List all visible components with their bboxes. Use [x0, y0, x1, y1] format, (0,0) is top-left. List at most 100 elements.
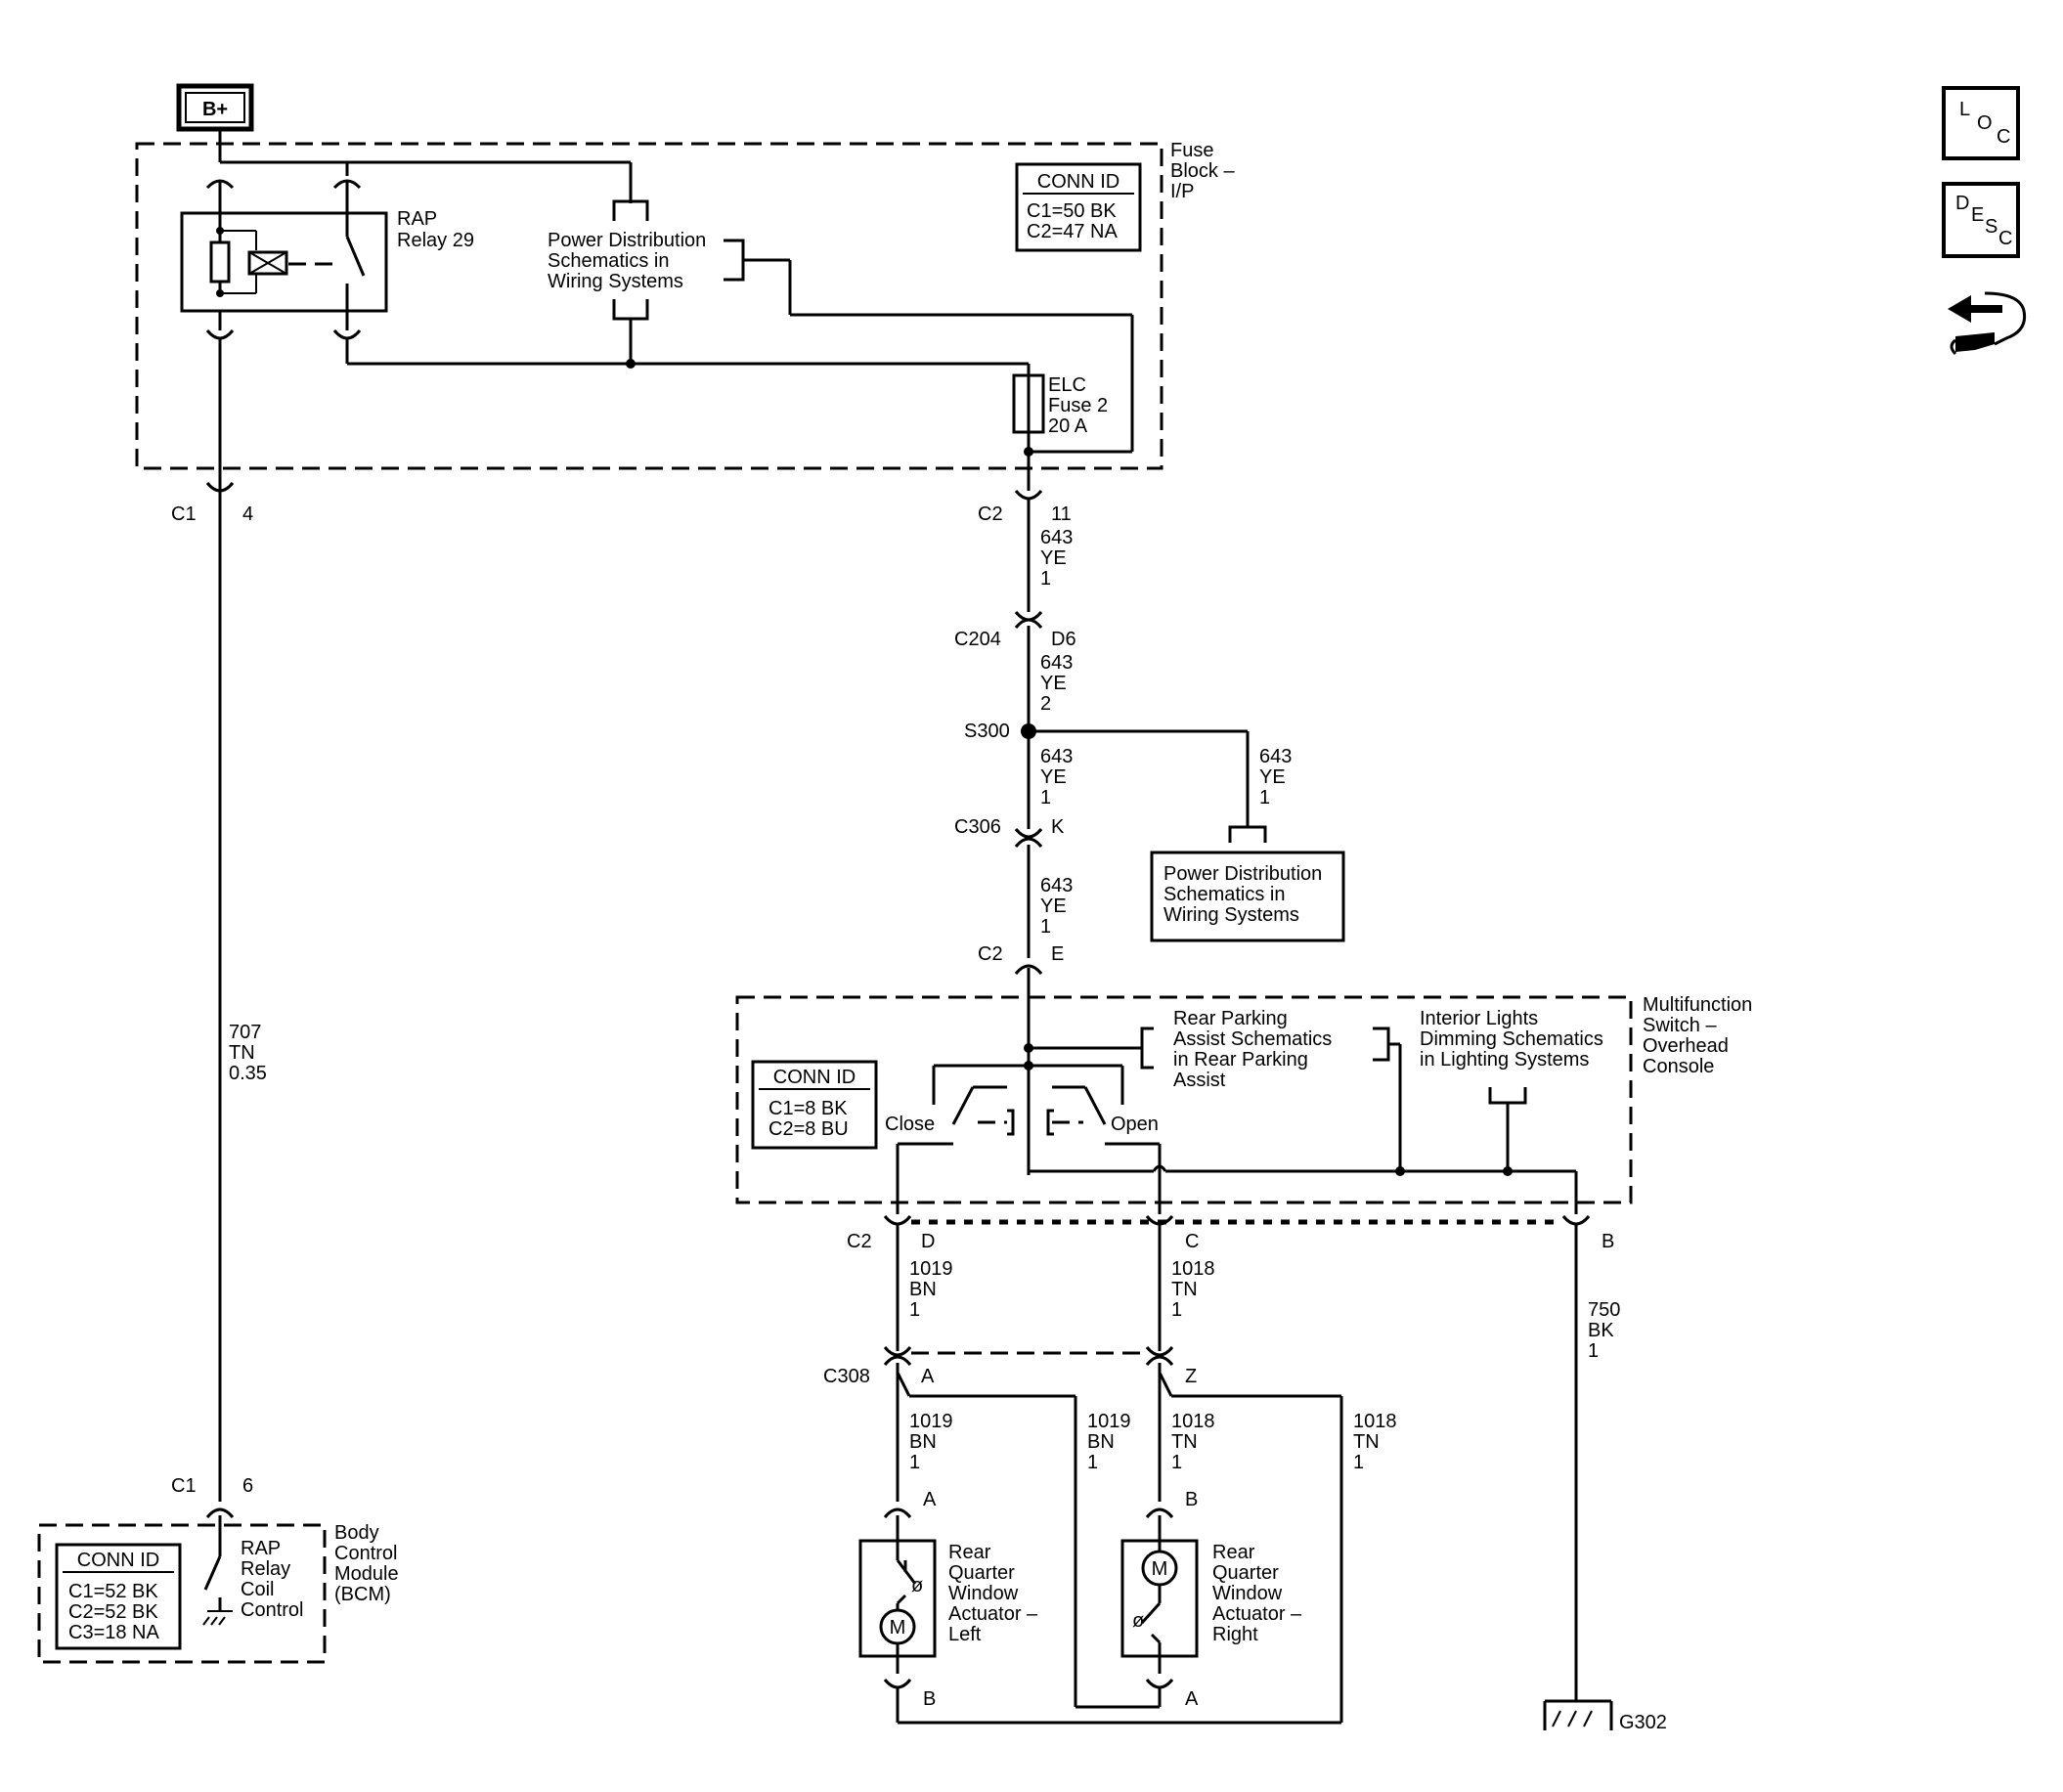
svg-text:O: O	[1977, 112, 1993, 134]
elc-fuse-label-1: ELC	[1048, 374, 1086, 396]
interior-lights-reference: Interior Lights Dimming Schematics in Li…	[1420, 1008, 1603, 1071]
motor-symbol: M	[1152, 1558, 1168, 1580]
conn-id-title: CONN ID	[77, 1550, 159, 1571]
wire-1018-color: TN	[1171, 1279, 1198, 1300]
rear-quarter-window-actuator-left: ø M	[858, 1515, 937, 1674]
rear-quarter-window-actuator-right: M ø	[1120, 1515, 1199, 1674]
bcm-outline	[37, 1523, 327, 1664]
conn-c2-e-name: C2	[978, 943, 1003, 965]
actuator-right-label-2: Quarter	[1212, 1562, 1279, 1584]
wire-1019-color: BN	[909, 1279, 937, 1300]
actuator-right-label-3: Window	[1212, 1583, 1283, 1604]
actuator-left-label-3: Window	[948, 1583, 1019, 1604]
power-dist-ref-line-1: Power Distribution	[1163, 863, 1322, 885]
wire-643-number: 643	[1040, 875, 1073, 896]
rear-parking-ref-line-4: Assist	[1173, 1070, 1226, 1091]
interior-lights-ref-line-1: Interior Lights	[1420, 1008, 1538, 1029]
rap-relay-label-2: Relay 29	[397, 230, 474, 251]
thermal-symbol: ø	[1132, 1610, 1144, 1632]
elc-fuse-label-2: Fuse 2	[1048, 395, 1108, 416]
conn-c1-6-pin: 6	[242, 1475, 253, 1497]
wire-1018-color: TN	[1171, 1431, 1198, 1453]
motor-symbol: M	[890, 1617, 906, 1639]
bcm-switch-label-2: Relay	[241, 1558, 290, 1580]
svg-text:E: E	[1971, 204, 1984, 226]
power-dist-ref-line-3: Wiring Systems	[1163, 904, 1299, 926]
wire-1019-size: 1	[1087, 1452, 1098, 1473]
interior-lights-ref-line-3: in Lighting Systems	[1420, 1049, 1589, 1071]
actuator-left-pin-b: B	[923, 1688, 936, 1710]
multifunction-switch-label-4: Console	[1643, 1056, 1714, 1077]
wire-643-size: 1	[1259, 787, 1270, 809]
wire-1018-size: 1	[1171, 1299, 1182, 1321]
wire-1019-number: 1019	[1087, 1411, 1131, 1432]
rap-relay-coil-control-switch	[202, 1515, 233, 1626]
rear-parking-ref-line-3: in Rear Parking	[1173, 1049, 1308, 1071]
bcm-switch-label-4: Control	[241, 1599, 303, 1621]
interior-lights-ref-line-2: Dimming Schematics	[1420, 1028, 1603, 1050]
conn-c2-11-pin: 11	[1051, 503, 1072, 525]
conn-id-title: CONN ID	[1037, 171, 1119, 193]
conn-id-row: C2=47 NA	[1027, 221, 1118, 242]
bcm-label-2: Control	[334, 1543, 397, 1564]
actuator-right-label-5: Right	[1212, 1624, 1258, 1645]
conn-c1-4-pin: 4	[242, 503, 253, 525]
switch-open-label: Open	[1111, 1114, 1159, 1135]
fuse-block-label-3: I/P	[1170, 181, 1194, 202]
conn-c306-pin: K	[1051, 816, 1065, 838]
wire-643-size: 2	[1040, 693, 1051, 715]
conn-c204-name: C204	[954, 629, 1001, 650]
multifunction-switch-label-1: Multifunction	[1643, 994, 1752, 1016]
wire-1018-color: TN	[1353, 1431, 1380, 1453]
actuator-left-label-1: Rear	[948, 1542, 991, 1563]
rap-relay	[180, 211, 388, 313]
connector-end-view-icon[interactable]	[1948, 291, 2027, 356]
conn-id-row: C1=52 BK	[68, 1581, 158, 1602]
wire-1018-size: 1	[1353, 1452, 1364, 1473]
rear-parking-ref-line-2: Assist Schematics	[1173, 1028, 1332, 1050]
conn-c2-c-pin: C	[1185, 1231, 1199, 1252]
fuse-block-label-2: Block –	[1170, 160, 1235, 182]
wire-750-number: 750	[1588, 1299, 1620, 1321]
bcm-switch-label-1: RAP	[241, 1538, 281, 1559]
elc-fuse	[1012, 373, 1045, 434]
actuator-right-pin-b: B	[1185, 1489, 1198, 1510]
wire-1018-number: 1018	[1171, 1411, 1215, 1432]
fuse-block-label-1: Fuse	[1170, 140, 1213, 161]
conn-c1-4-name: C1	[171, 503, 197, 525]
wire-1019-size: 1	[909, 1299, 920, 1321]
power-distribution-reference-top: Power Distribution Schematics in Wiring …	[548, 199, 1134, 454]
conn-c306-name: C306	[954, 816, 1001, 838]
conn-c2-11-name: C2	[978, 503, 1003, 525]
conn-id-row: C1=50 BK	[1027, 200, 1117, 222]
elc-fuse-label-3: 20 A	[1048, 415, 1088, 437]
conn-c308-name: C308	[823, 1366, 870, 1387]
wire-1018-size: 1	[1171, 1452, 1182, 1473]
multifunction-switch-label-3: Overhead	[1643, 1035, 1729, 1057]
conn-id-title: CONN ID	[773, 1067, 856, 1088]
rear-parking-assist-reference: Rear Parking Assist Schematics in Rear P…	[1140, 1008, 1332, 1091]
wire-707-number: 707	[229, 1022, 261, 1043]
wire-643-color: YE	[1040, 547, 1067, 569]
svg-text:D: D	[1955, 193, 1969, 214]
location-button[interactable]: L O C	[1942, 86, 2020, 160]
actuator-left-label-4: Actuator –	[948, 1603, 1038, 1625]
description-button[interactable]: D E S C	[1942, 182, 2020, 258]
conn-c2-d-name: C2	[847, 1231, 872, 1252]
wire-643-number: 643	[1040, 746, 1073, 767]
rap-relay-label-1: RAP	[397, 208, 437, 230]
splice-s300-name: S300	[964, 721, 1010, 742]
conn-id-row: C2=8 BU	[768, 1118, 849, 1140]
multifunction-switch-label-2: Switch –	[1643, 1015, 1717, 1036]
fuse-block-conn-id: CONN ID C1=50 BK C2=47 NA	[1015, 162, 1142, 252]
conn-id-row: C1=8 BK	[768, 1098, 848, 1119]
conn-c308-a-pin: A	[921, 1366, 935, 1387]
bcm-label-3: Module	[334, 1563, 399, 1585]
bcm-label-4: (BCM)	[334, 1584, 391, 1605]
actuator-right-label-4: Actuator –	[1212, 1603, 1302, 1625]
wire-1019-color: BN	[1087, 1431, 1115, 1453]
power-dist-ref-line-1: Power Distribution	[548, 230, 706, 251]
conn-c2-e-pin: E	[1051, 943, 1064, 965]
svg-text:C: C	[1997, 126, 2010, 148]
bcm-conn-id: CONN ID C1=52 BK C2=52 BK C3=18 NA	[55, 1543, 182, 1650]
